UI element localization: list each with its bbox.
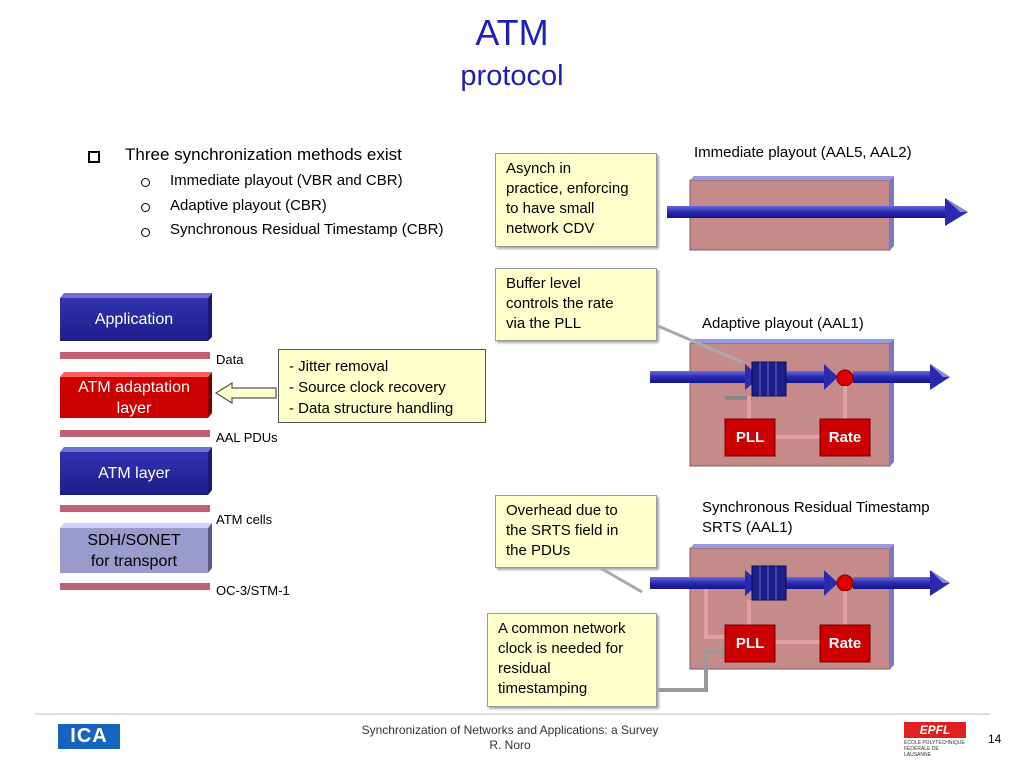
note-common-line: timestamping: [498, 680, 588, 697]
bullet-sub-2: Adaptive playout (CBR): [170, 197, 327, 214]
epfl-logo-mark: EPFL: [904, 722, 966, 738]
sap-bar-data: [60, 352, 210, 359]
rate-adaptive: Rate: [828, 429, 862, 446]
sap-bar-aal-pdus: [60, 430, 210, 437]
footer-title: Synchronization of Networks and Applicat…: [361, 723, 659, 737]
bullet-sub-1: Immediate playout (VBR and CBR): [170, 172, 403, 189]
note-common-clock: A common network clock is needed for res…: [487, 613, 657, 707]
note-asynch-line: network CDV: [506, 220, 595, 237]
hollow-arrow-left-icon: [214, 381, 277, 405]
circle-bullet-icon: [141, 178, 150, 187]
note-overhead: Overhead due to the SRTS field in the PD…: [495, 495, 657, 568]
aal-function-2: - Source clock recovery: [289, 379, 446, 396]
aal-function-1: - Jitter removal: [289, 358, 389, 375]
note-overhead-line: Overhead due to: [506, 502, 618, 519]
circle-bullet-icon: [141, 228, 150, 237]
layer-aal: ATM adaptation layer: [60, 377, 208, 418]
note-overhead-line: the SRTS field in: [506, 522, 619, 539]
note-common-line: residual: [498, 660, 551, 677]
epfl-logo-sub-1: ÉCOLE POLYTECHNIQUE: [904, 740, 965, 746]
bullet-sub-3: Synchronous Residual Timestamp (CBR): [170, 221, 444, 238]
page-number: 14: [988, 732, 1002, 746]
arrow-immediate: [667, 198, 968, 226]
ica-logo-text: ICA: [70, 725, 108, 747]
note-buffer-line: Buffer level: [506, 275, 581, 292]
heading-srts-1: Synchronous Residual Timestamp: [702, 499, 930, 516]
page-subtitle: protocol: [460, 60, 564, 92]
callout-overhead-line: [596, 564, 643, 594]
label-atm-cells: ATM cells: [216, 512, 273, 527]
layer-aal-label-2: layer: [116, 399, 152, 417]
note-common-line: A common network: [498, 620, 626, 637]
aal-function-3: - Data structure handling: [289, 400, 454, 417]
epfl-logo: EPFL ÉCOLE POLYTECHNIQUE FÉDÉRALE DE LAU…: [904, 722, 966, 758]
layer-application: Application: [60, 298, 208, 341]
layer-atm: ATM layer: [60, 452, 208, 495]
arrow-adaptive: [650, 361, 950, 457]
layer-sdh-label-2: for transport: [90, 552, 178, 570]
heading-adaptive: Adaptive playout (AAL1): [702, 315, 864, 332]
pll-adaptive: PLL: [735, 429, 765, 446]
layer-atm-label: ATM layer: [98, 465, 170, 482]
note-asynch-line: practice, enforcing: [506, 180, 629, 197]
label-aal-pdus: AAL PDUs: [216, 430, 278, 445]
sap-bar-oc3: [60, 583, 210, 590]
note-buffer-line: via the PLL: [506, 315, 582, 332]
layer-application-label: Application: [94, 311, 174, 328]
note-overhead-line: the PDUs: [506, 542, 571, 559]
square-bullet-icon: [88, 151, 100, 163]
ica-logo: ICA: [58, 724, 120, 749]
epfl-logo-sub-2: FÉDÉRALE DE LAUSANNE: [904, 746, 939, 758]
rate-srts: Rate: [828, 635, 862, 652]
heading-srts-2: SRTS (AAL1): [702, 519, 793, 536]
layer-sdh-label-1: SDH/SONET: [87, 531, 181, 549]
panel-immediate: [689, 176, 894, 251]
page-title: ATM: [475, 12, 549, 53]
heading-immediate: Immediate playout (AAL5, AAL2): [694, 144, 912, 161]
pll-srts: PLL: [735, 635, 765, 652]
bullet-main: Three synchronization methods exist: [125, 145, 402, 164]
layer-sdh: SDH/SONET for transport: [60, 528, 208, 573]
sap-bar-atm-cells: [60, 505, 210, 512]
note-asynch-line: to have small: [506, 200, 595, 217]
arrow-srts: [650, 565, 950, 692]
layer-aal-label-1: ATM adaptation: [78, 378, 190, 396]
label-data: Data: [216, 352, 244, 367]
note-asynch-line: Asynch in: [506, 160, 572, 177]
label-oc3: OC-3/STM-1: [216, 583, 290, 598]
aal-functions-box: - Jitter removal - Source clock recovery…: [278, 349, 486, 423]
note-buffer-line: controls the rate: [506, 295, 614, 312]
circle-bullet-icon: [141, 203, 150, 212]
note-asynch: Asynch in practice, enforcing to have sm…: [495, 153, 657, 247]
note-buffer: Buffer level controls the rate via the P…: [495, 268, 657, 341]
note-common-line: clock is needed for: [498, 640, 624, 657]
footer-author: R. Noro: [489, 738, 531, 752]
